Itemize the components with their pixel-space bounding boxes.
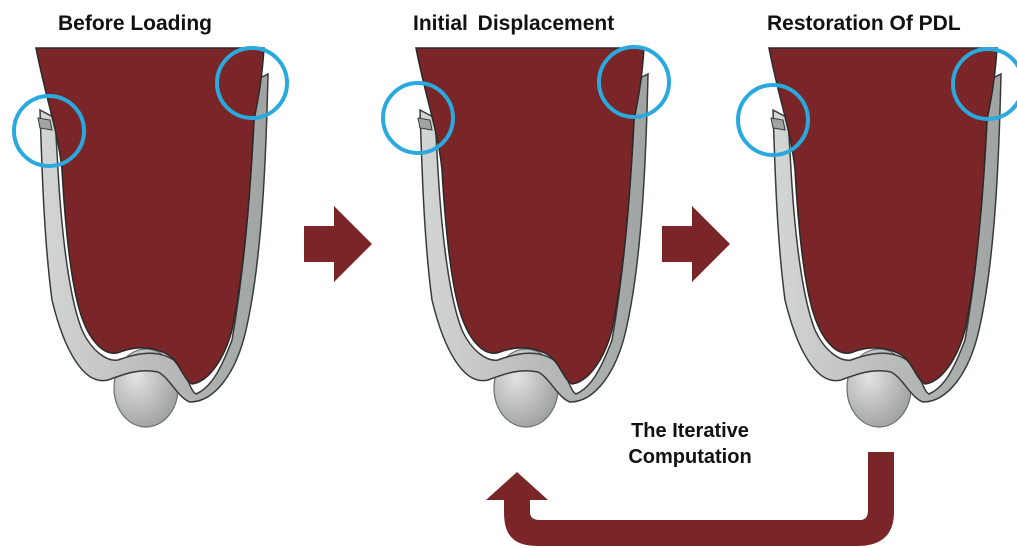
loop-label-line-2: Computation xyxy=(600,444,780,470)
loop-label-line-1: The Iterative xyxy=(600,418,780,444)
right-arrow-icon xyxy=(304,206,372,282)
iterative-computation-label: The Iterative Computation xyxy=(600,418,780,470)
right-arrow-icon xyxy=(662,206,730,282)
